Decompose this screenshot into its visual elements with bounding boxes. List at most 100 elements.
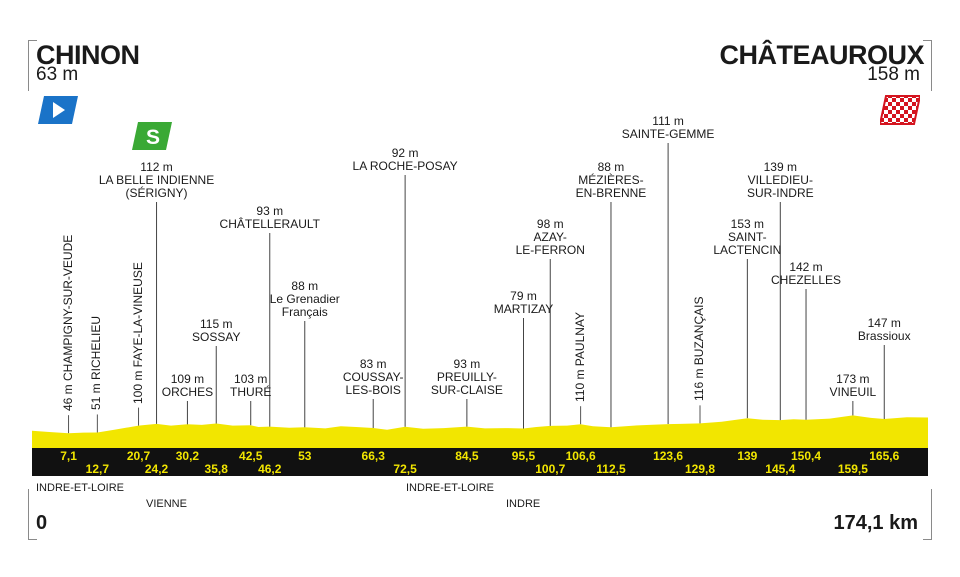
- svg-text:S: S: [146, 126, 160, 149]
- elevation-profile: [32, 143, 928, 476]
- frame-corner-top-right: [923, 40, 932, 91]
- total-distance: 174,1 km: [833, 512, 918, 534]
- sprint-flag-icon: S: [132, 122, 172, 150]
- start-flag-icon: [38, 96, 78, 124]
- km-marker: 145,4: [765, 462, 796, 476]
- km-marker: 100,7: [535, 462, 566, 476]
- km-marker: 35,8: [204, 462, 228, 476]
- place-name: LE-FERRON: [515, 243, 585, 257]
- place-name: ORCHES: [161, 385, 214, 399]
- place-altitude: 98 m: [536, 217, 564, 231]
- profile-area: [32, 415, 928, 448]
- place-name: VILLEDIEU-: [747, 173, 813, 187]
- start-altitude: 63 m: [36, 64, 79, 85]
- km-marker: 159,5: [837, 462, 868, 476]
- start-town: CHINON: [36, 40, 140, 70]
- department-label: INDRE-ET-LOIRE: [406, 482, 495, 494]
- place-name: MARTIZAY: [493, 302, 554, 316]
- frame-corner-top-left: [28, 40, 37, 91]
- place-altitude: 88 m: [597, 160, 625, 174]
- department-label: VIENNE: [146, 498, 187, 510]
- department-label: INDRE-ET-LOIRE: [36, 482, 125, 494]
- start-km: 0: [36, 512, 48, 534]
- place-altitude: 115 m: [200, 317, 233, 331]
- place-name: CHEZELLES: [771, 273, 842, 287]
- place-name: Brassioux: [857, 329, 911, 343]
- place-altitude: 88 m: [291, 279, 319, 293]
- place-name: SUR-CLAISE: [430, 383, 503, 397]
- km-marker: 24,2: [144, 462, 169, 476]
- place-name: LA BELLE INDIENNE: [98, 173, 215, 187]
- place-name: SUR-INDRE: [746, 186, 814, 200]
- place-name: EN-BRENNE: [575, 186, 647, 200]
- place-name: SAINTE-GEMME: [621, 127, 715, 141]
- place-altitude: 173 m: [836, 372, 870, 386]
- km-marker: 20,7: [126, 449, 151, 463]
- place-altitude: 142 m: [789, 260, 823, 274]
- place-altitude: 79 m: [510, 289, 537, 303]
- place-altitude: 112 m: [140, 160, 173, 174]
- km-marker: 72,5: [393, 462, 417, 476]
- place-altitude: 93 m: [256, 204, 284, 218]
- km-marker: 7,1: [60, 449, 77, 463]
- km-marker: 139: [737, 449, 758, 463]
- place-name: AZAY-: [533, 230, 567, 244]
- place-label: 110 m PAULNAY: [572, 312, 587, 403]
- finish-altitude: 158 m: [867, 64, 920, 85]
- km-marker: 42,5: [239, 449, 263, 463]
- place-altitude: 103 m: [234, 372, 268, 386]
- km-marker: 95,5: [511, 449, 536, 463]
- place-name: MÉZIÈRES-: [578, 173, 644, 187]
- km-marker: 129,8: [684, 462, 716, 476]
- km-marker: 30,2: [175, 449, 200, 463]
- place-altitude: 109 m: [170, 372, 205, 386]
- department-label: INDRE: [506, 498, 541, 510]
- km-marker: 165,6: [869, 449, 900, 463]
- finish-flag-icon: [880, 95, 920, 125]
- place-name: PREUILLY-: [436, 370, 497, 384]
- place-altitude: 111 m: [652, 114, 684, 128]
- place-name: LA ROCHE-POSAY: [352, 159, 458, 173]
- place-name: COUSSAY-: [342, 370, 404, 384]
- km-marker: 150,4: [791, 449, 822, 463]
- place-label: 51 m RICHELIEU: [89, 316, 104, 411]
- finish-town: CHÂTEAUROUX: [719, 40, 924, 70]
- place-altitude: 92 m: [391, 146, 419, 160]
- place-name: THURÉ: [230, 385, 272, 399]
- place-name: LACTENCIN: [713, 243, 782, 257]
- place-altitude: 83 m: [359, 357, 387, 371]
- km-marker: 12,7: [85, 462, 110, 476]
- ground-band: [32, 448, 928, 476]
- km-marker: 112,5: [596, 462, 626, 476]
- km-marker: 46,2: [258, 462, 282, 476]
- place-name: SAINT-: [728, 230, 767, 244]
- place-altitude: 147 m: [867, 316, 901, 330]
- place-name: VINEUIL: [829, 385, 877, 399]
- place-label: 116 m BUZANÇAIS: [692, 296, 706, 402]
- place-name: LES-BOIS: [345, 383, 401, 397]
- km-marker: 123,6: [653, 449, 684, 463]
- place-name: (SÉRIGNY): [125, 186, 188, 200]
- km-marker: 84,5: [455, 449, 479, 463]
- place-altitude: 153 m: [730, 217, 765, 231]
- km-marker: 106,6: [565, 449, 596, 463]
- place-name: CHÂTELLERAULT: [219, 217, 321, 231]
